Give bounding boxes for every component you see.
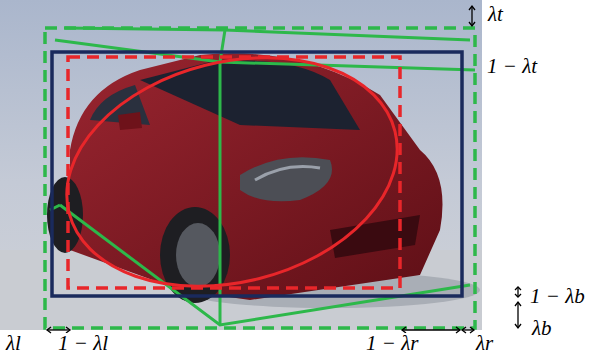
ratio-label: λl: [4, 333, 23, 354]
ratio-label: λb: [530, 318, 554, 339]
ratio-label: 1 − λb: [528, 286, 587, 307]
ratio-label: 1 − λr: [364, 333, 420, 354]
ratio-label: λt: [486, 4, 505, 25]
ratio-label: λr: [474, 333, 495, 354]
ratio-label: 1 − λl: [56, 333, 110, 354]
ratio-label: 1 − λt: [485, 56, 539, 77]
